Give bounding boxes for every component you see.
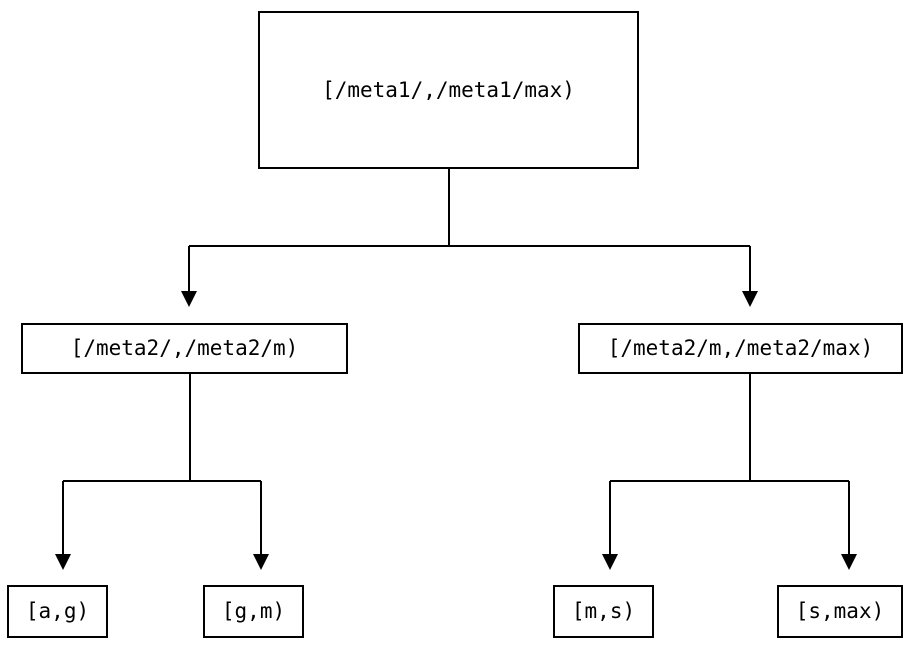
- tree-node-leaf-1[interactable]: [a,g): [7, 585, 108, 638]
- tree-node-root-label: [/meta1/,/meta1/max): [322, 77, 575, 102]
- arrowhead-icon-leaf1: [55, 554, 71, 570]
- arrowhead-icon-leaf2: [253, 554, 269, 570]
- tree-node-mid-right-label: [/meta2/m,/meta2/max): [607, 336, 874, 360]
- tree-node-mid-left-label: [/meta2/,/meta2/m): [70, 336, 299, 360]
- tree-node-leaf-1-label: [a,g): [25, 599, 90, 623]
- arrowhead-icon-leaf4: [841, 554, 857, 570]
- tree-node-leaf-2[interactable]: [g,m): [203, 585, 304, 638]
- tree-node-leaf-3-label: [m,s): [571, 599, 636, 623]
- arrowhead-icon-leaf3: [602, 554, 618, 570]
- tree-node-leaf-2-label: [g,m): [221, 599, 286, 623]
- tree-node-mid-right[interactable]: [/meta2/m,/meta2/max): [578, 323, 903, 374]
- arrowhead-icon-mid-left: [181, 291, 197, 307]
- tree-node-leaf-4[interactable]: [s,max): [777, 585, 903, 638]
- tree-node-mid-left[interactable]: [/meta2/,/meta2/m): [21, 323, 348, 374]
- tree-node-root[interactable]: [/meta1/,/meta1/max): [258, 11, 639, 169]
- tree-node-leaf-3[interactable]: [m,s): [553, 585, 654, 638]
- tree-node-leaf-4-label: [s,max): [795, 599, 885, 623]
- arrowhead-icon-mid-right: [742, 291, 758, 307]
